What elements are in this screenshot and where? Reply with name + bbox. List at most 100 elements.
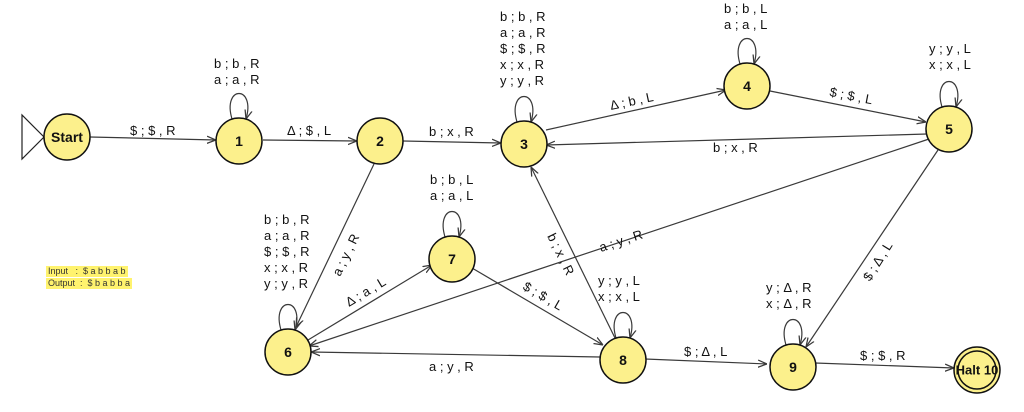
- state-8[interactable]: 8: [599, 336, 647, 384]
- label-5-6-line: a ; y , R: [597, 227, 644, 255]
- edge-2-3: [402, 141, 501, 143]
- edge-6-7: [307, 265, 432, 341]
- label-loop-4: b ; b , L a ; a , L: [724, 1, 767, 32]
- loop-5: [939, 81, 958, 108]
- label-loop-8-line: x ; x , L: [598, 289, 640, 304]
- label-1-2: Δ ; $ , L: [287, 123, 331, 138]
- label-8-3: b ; x , R: [544, 231, 577, 278]
- state-halt[interactable]: Halt 10: [953, 346, 1001, 394]
- label-loop-5: y ; y , L x ; x , L: [929, 41, 971, 72]
- label-loop-6: b ; b , R a ; a , R $ ; $ , R x ; x , R …: [264, 212, 310, 291]
- label-7-8: $ ; $ , L: [521, 279, 566, 314]
- edge-start-1: [89, 137, 216, 140]
- label-9-halt: $ ; $ , R: [860, 348, 906, 363]
- state-2-label: 2: [376, 133, 384, 149]
- edge-8-6: [311, 352, 601, 358]
- label-loop-3-line: $ ; $ , R: [500, 41, 546, 56]
- label-loop-3-line: x ; x , R: [500, 57, 544, 72]
- label-loop-5-line: x ; x , L: [929, 57, 971, 72]
- state-5-label: 5: [945, 121, 953, 137]
- label-loop-3-line: y ; y , R: [500, 73, 544, 88]
- loop-1: [229, 93, 248, 120]
- state-2[interactable]: 2: [356, 117, 404, 165]
- label-loop-6-line: x ; x , R: [264, 260, 308, 275]
- state-4-label: 4: [743, 78, 751, 94]
- label-loop-3: b ; b , R a ; a , R $ ; $ , R x ; x , R …: [500, 9, 546, 88]
- loop-3: [514, 96, 533, 123]
- label-loop-9-line: x ; Δ , R: [766, 296, 812, 311]
- label-loop-8-line: y ; y , L: [598, 273, 640, 288]
- start-indicator-triangle: [21, 113, 45, 161]
- state-3[interactable]: 3: [500, 120, 548, 168]
- state-4[interactable]: 4: [723, 62, 771, 110]
- loop-7: [442, 211, 461, 238]
- label-loop-7-line: a ; a , L: [430, 188, 473, 203]
- label-6-7-line: Δ ; a , L: [343, 274, 389, 310]
- state-start-label: Start: [51, 129, 83, 145]
- state-1[interactable]: 1: [215, 117, 263, 165]
- edge-5-9: [806, 149, 939, 347]
- edge-5-3: [546, 133, 928, 145]
- edge-5-6: [309, 138, 930, 346]
- label-7-8-line: $ ; $ , L: [521, 279, 566, 314]
- loop-6: [278, 304, 297, 331]
- state-halt-label: Halt 10: [956, 363, 999, 378]
- state-8-label: 8: [619, 352, 627, 368]
- edge-1-2: [262, 140, 357, 141]
- state-start[interactable]: Start: [43, 113, 91, 161]
- edge-3-4: [545, 90, 726, 131]
- state-6[interactable]: 6: [264, 328, 312, 376]
- label-8-6: a ; y , R: [429, 359, 474, 374]
- edge-9-halt: [814, 362, 954, 368]
- label-loop-6-line: a ; a , R: [264, 228, 310, 243]
- state-9[interactable]: 9: [769, 343, 817, 391]
- label-5-6: a ; y , R: [597, 227, 644, 255]
- label-3-4: Δ ; b , L: [609, 89, 655, 113]
- label-loop-5-line: y ; y , L: [929, 41, 971, 56]
- loop-8: [613, 312, 632, 339]
- label-loop-6-line: b ; b , R: [264, 212, 310, 227]
- state-6-label: 6: [284, 344, 292, 360]
- label-8-9: $ ; Δ , L: [684, 344, 727, 359]
- label-2-6: a ; y , R: [329, 231, 362, 278]
- label-loop-4-line: a ; a , L: [724, 17, 767, 32]
- label-2-6-line: a ; y , R: [329, 231, 362, 278]
- label-loop-4-line: b ; b , L: [724, 1, 767, 16]
- label-loop-6-line: $ ; $ , R: [264, 244, 310, 259]
- label-3-4-line: Δ ; b , L: [609, 89, 655, 113]
- edge-7-8: [471, 267, 603, 345]
- state-7[interactable]: 7: [428, 235, 476, 283]
- edge-8-3: [531, 167, 616, 339]
- label-loop-1: b ; b , R a ; a , R: [214, 56, 260, 87]
- edge-4-5: [769, 90, 926, 122]
- label-5-9-line: $ ; Δ , L: [860, 239, 896, 284]
- label-start-1-line: $ ; $ , R: [130, 123, 176, 138]
- state-9-label: 9: [789, 359, 797, 375]
- label-loop-7-line: b ; b , L: [430, 172, 473, 187]
- label-loop-1-line: b ; b , R: [214, 56, 260, 71]
- edge-2-6: [296, 163, 375, 327]
- state-1-label: 1: [235, 133, 243, 149]
- input-note: Input : $ a b b a b: [46, 266, 128, 277]
- label-start-1: $ ; $ , R: [130, 123, 176, 138]
- edge-8-9: [644, 358, 767, 364]
- state-5[interactable]: 5: [925, 105, 973, 153]
- label-loop-1-line: a ; a , R: [214, 72, 260, 87]
- label-2-3: b ; x , R: [429, 124, 474, 139]
- output-note: Output : $ b a b b a: [46, 278, 133, 289]
- label-6-7: Δ ; a , L: [343, 274, 389, 310]
- label-5-3: b ; x , R: [713, 140, 758, 155]
- state-7-label: 7: [448, 251, 456, 267]
- label-8-3-line: b ; x , R: [544, 231, 577, 278]
- label-5-9: $ ; Δ , L: [860, 239, 896, 284]
- state-3-label: 3: [520, 136, 528, 152]
- label-loop-7: b ; b , L a ; a , L: [430, 172, 473, 203]
- label-loop-3-line: b ; b , R: [500, 9, 546, 24]
- loop-4: [737, 38, 756, 65]
- loop-9: [783, 319, 802, 346]
- label-loop-3-line: a ; a , R: [500, 25, 546, 40]
- label-loop-6-line: y ; y , R: [264, 276, 308, 291]
- label-loop-9-line: y ; Δ , R: [766, 280, 812, 295]
- label-loop-8: y ; y , L x ; x , L: [598, 273, 640, 304]
